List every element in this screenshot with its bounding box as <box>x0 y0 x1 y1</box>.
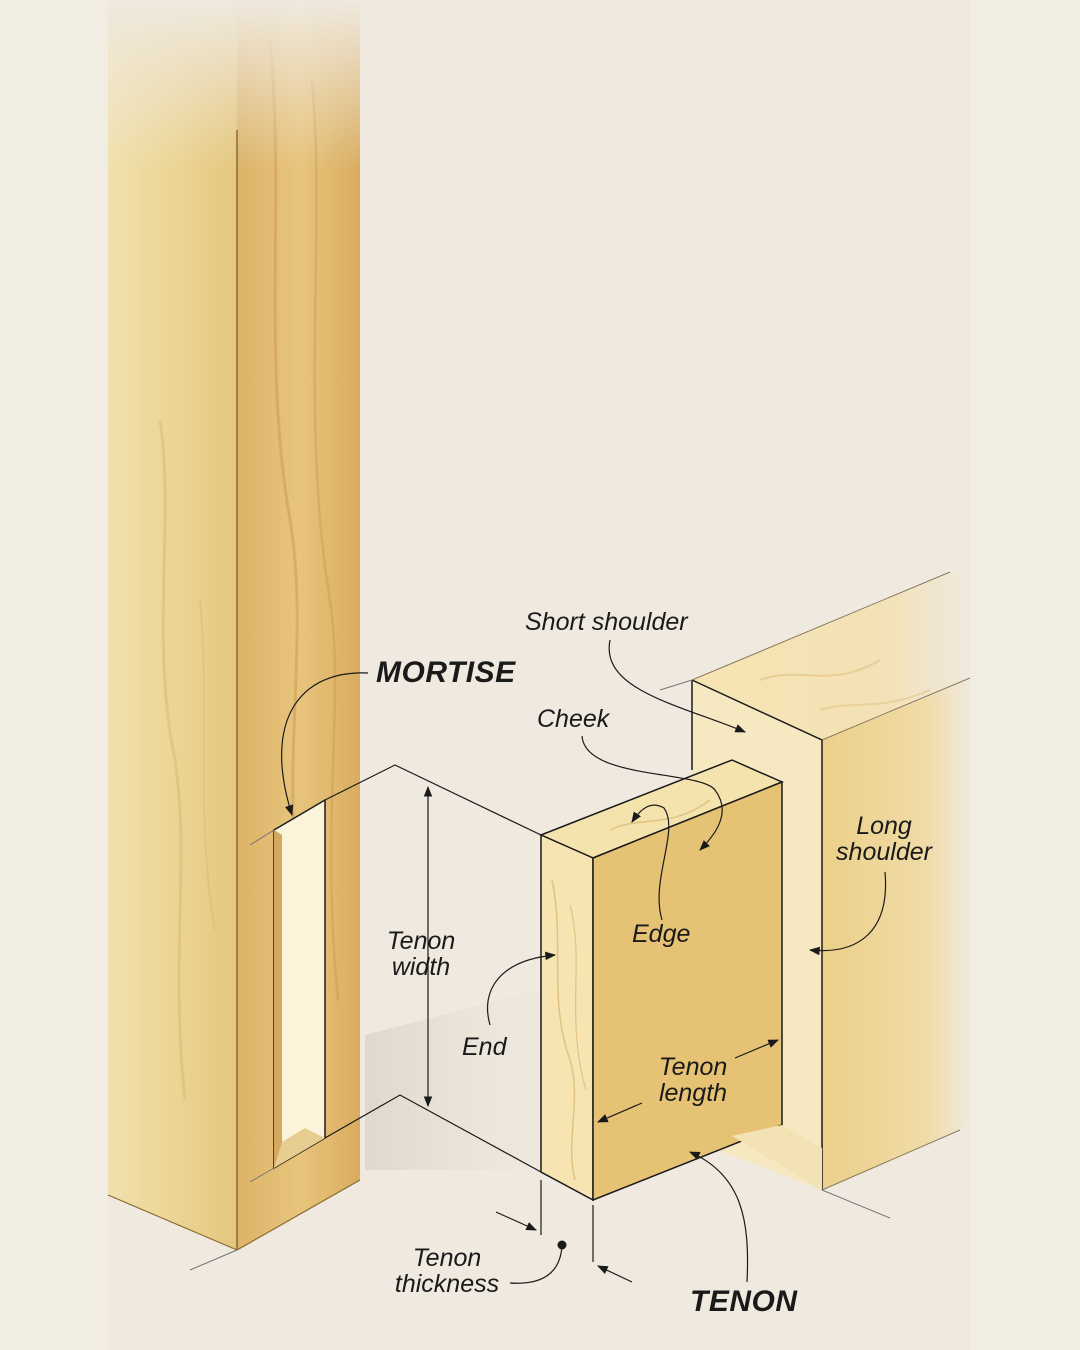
construction-line <box>249 829 275 846</box>
mortise-inner-wall <box>274 830 282 1168</box>
rail-edge <box>821 677 971 741</box>
rail-top-face <box>692 565 970 740</box>
tenon-length-label: Tenon length <box>646 1054 740 1106</box>
tenon-length-arrow-right <box>734 1039 779 1059</box>
leg-fade <box>108 0 363 170</box>
tenon-thickness-line1: Tenon <box>412 1244 482 1272</box>
rail-grain <box>759 659 881 681</box>
rail-front-face <box>822 680 970 1190</box>
end-label: End <box>462 1033 507 1061</box>
tenon-block <box>539 759 822 1202</box>
tenon-shadow <box>365 990 540 1170</box>
short-shoulder-leader <box>608 639 746 733</box>
tenon-width-projection-top <box>324 764 542 836</box>
tenon-grain <box>609 799 711 831</box>
tenon-length-arrow-left <box>597 1102 643 1123</box>
leg-bottom-edge <box>107 1194 238 1251</box>
rail-edge <box>821 1129 961 1191</box>
tenon-width-projection-bottom <box>324 1094 542 1173</box>
thickness-leader-dot <box>557 1240 567 1250</box>
cheek-label: Cheek <box>537 705 610 733</box>
leg-grain <box>310 79 340 1001</box>
short-shoulder-label: Short shoulder <box>525 608 688 636</box>
mortise-inner-floor <box>274 1128 325 1168</box>
leg-grain <box>158 419 187 1101</box>
thickness-leader <box>509 1245 563 1284</box>
tenon-width-line2: width <box>391 953 451 981</box>
tenon-width-label: Tenon width <box>378 928 464 980</box>
tenon-width-line1: Tenon <box>386 927 456 955</box>
tenon-length-line1: Tenon <box>658 1053 728 1081</box>
long-shoulder-line1: Long <box>856 812 912 840</box>
rail-lower-shoulder <box>732 1125 822 1190</box>
tenon-label: TENON <box>690 1285 798 1318</box>
annotation-lines <box>281 639 887 1284</box>
edge-label: Edge <box>632 920 691 948</box>
tenon-grain <box>551 879 576 1181</box>
construction-line <box>249 1167 275 1183</box>
leg <box>107 0 363 1271</box>
long-shoulder-label: Long shoulder <box>828 813 940 865</box>
tenon-leader <box>689 1151 749 1283</box>
leg-front-face <box>108 0 237 1250</box>
rail-grain <box>819 689 931 711</box>
leg-grain <box>199 599 216 931</box>
leg-bottom-edge <box>236 1179 361 1251</box>
thickness-arrow-left <box>495 1211 537 1231</box>
tenon-thickness-label: Tenon thickness <box>388 1245 506 1297</box>
mortise-label: MORTISE <box>376 656 516 689</box>
long-shoulder-line2: shoulder <box>836 838 932 866</box>
leg-grain <box>268 39 302 901</box>
construction-line <box>821 1189 891 1219</box>
thickness-arrow-right <box>597 1265 633 1283</box>
construction-line <box>189 1249 238 1271</box>
mortise-leader <box>281 672 369 817</box>
edge-leader <box>631 804 670 921</box>
tenon-end-face <box>540 833 594 1202</box>
construction-line <box>659 679 693 691</box>
long-shoulder-leader <box>808 871 887 956</box>
tenon-length-line2: length <box>658 1079 728 1107</box>
end-leader <box>486 951 557 1026</box>
rail-edge <box>691 571 951 681</box>
tenon-grain <box>569 904 587 1091</box>
tenon-thickness-line2: thickness <box>394 1270 500 1298</box>
cheek-leader <box>581 735 723 851</box>
